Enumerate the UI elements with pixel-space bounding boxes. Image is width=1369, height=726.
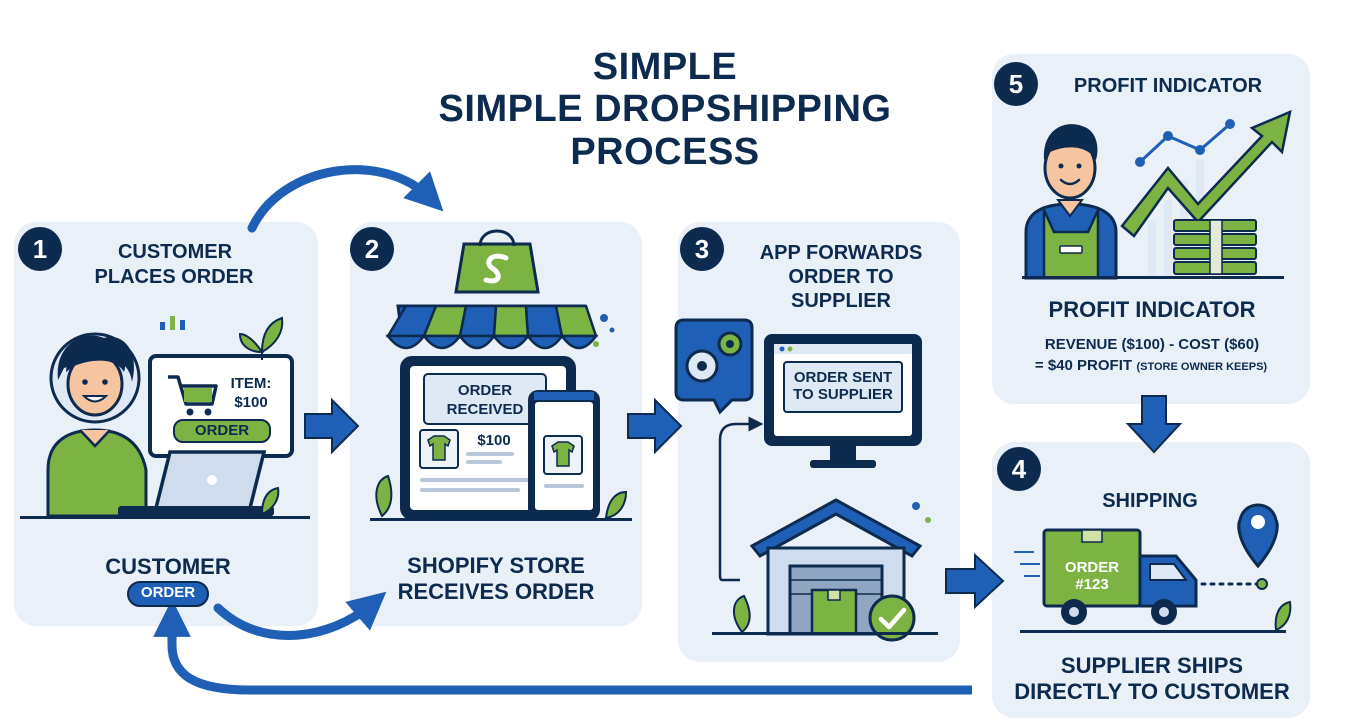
checkmark-icon [868,594,916,642]
delivery-truck-icon [1014,528,1198,625]
arrow-step1-to-2 [304,397,360,455]
step2-caption-line-2: RECEIVES ORDER [397,579,595,604]
step3-title-line-1: APP FORWARDS [759,242,923,264]
step1-title-line-1: CUSTOMER [117,241,233,263]
plant-icon [375,474,393,518]
monitor-line-1: ORDER SENT [793,369,893,386]
arrow-step2-to-3 [627,397,683,455]
truck-box-line-1: ORDER [1064,559,1120,576]
connector-line-to-monitor [718,416,764,582]
profit-amount: = $40 PROFIT [1034,357,1133,374]
title-line-2: SIMPLE DROPSHIPPING [438,88,892,130]
warehouse-icon [749,498,923,636]
plant-icon [238,316,284,516]
step4-illustration [1014,503,1292,633]
step1-title-line-2: PLACES ORDER [94,266,254,288]
growth-chart-icon [1120,109,1292,238]
step1-number: 1 [32,234,48,264]
return-arrow [153,599,972,695]
shopping-cart-icon [168,375,218,416]
gear-icon [674,318,754,415]
step3-title-line-3: SUPPLIER [790,290,892,312]
arrow-step3-to-4 [945,552,1005,610]
screen-order-button-label: ORDER [194,422,250,439]
step3-number: 3 [694,234,710,264]
step4-title: SHIPPING [1102,490,1198,512]
order-button [173,419,271,443]
tablet-order-line-1: ORDER [457,382,513,399]
plant-icon [1274,600,1292,632]
step1-illustration [20,316,310,607]
step5-subtitle: PROFIT INDICATOR [1048,297,1256,322]
truck-box-line-2: #123 [1075,576,1109,593]
step3-title-line-2: ORDER TO [788,266,894,288]
screen-item-price: $100 [234,394,268,411]
step1-badge [18,227,62,271]
step4-number: 4 [1011,454,1027,484]
curved-arrow-bottom [213,591,387,640]
screen-item-label: ITEM: [230,375,272,392]
profit-note: (STORE OWNER KEEPS) [1136,361,1268,373]
arrow-step5-to-4 [1125,395,1183,454]
step5-illustration [1022,109,1292,280]
step4-caption-line-1: SUPPLIER SHIPS [1060,653,1244,678]
tablet-order-line-2: RECEIVED [446,401,524,418]
profit-formula-line-1: REVENUE ($100) - COST ($60) [1044,336,1260,353]
step3-badge [680,227,724,271]
title-line-3: PROCESS [570,131,760,173]
location-pin-icon [1237,503,1279,590]
customer-order-pill [127,581,209,607]
title-line-1: SIMPLE [592,46,738,88]
profit-formula-line-2: = $40 PROFIT (STORE OWNER KEEPS) [998,357,1304,375]
step2-badge [350,227,394,271]
laptop-icon [118,450,274,516]
storefront-icon [385,304,599,350]
monitor-line-2: TO SUPPLIER [793,386,893,403]
money-stack-icon [1173,219,1257,275]
step5-title: PROFIT INDICATOR [1073,75,1263,97]
tablet-price: $100 [477,432,511,449]
plant-icon [733,594,751,634]
store-owner-icon [1024,124,1118,280]
step3-illustration [674,318,938,642]
phone-icon [528,390,600,520]
step2-caption-line-1: SHOPIFY STORE [407,553,585,578]
shopify-bag-icon [454,229,540,294]
tshirt-icon [427,435,451,461]
step4-caption-line-2: DIRECTLY TO CUSTOMER [1014,679,1290,704]
curved-arrow-top [247,165,444,233]
step2-illustration [370,229,632,521]
step5-number: 5 [1008,69,1024,99]
step4-badge [997,447,1041,491]
monitor-icon [764,334,922,468]
step1-caption: CUSTOMER [105,554,231,579]
customer-order-pill-label: ORDER [140,584,196,601]
step2-number: 2 [364,234,380,264]
step5-badge [994,62,1038,106]
